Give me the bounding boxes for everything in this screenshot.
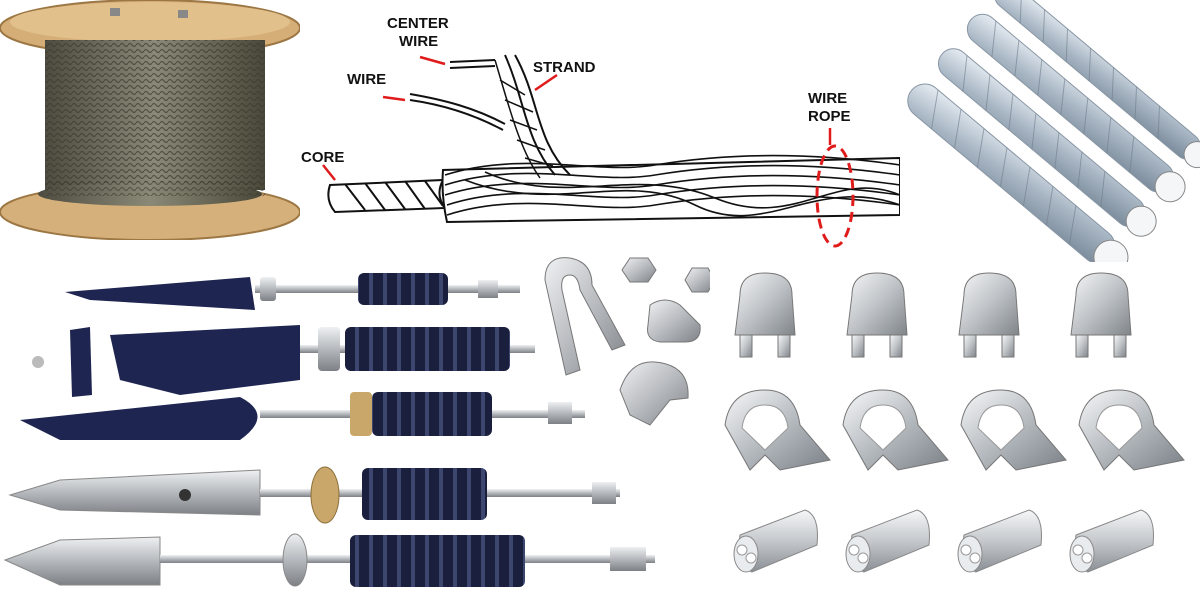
hex-nut-icon bbox=[621, 257, 657, 283]
wire-clip-icon bbox=[619, 361, 689, 426]
label-wire: WIRE bbox=[347, 71, 386, 88]
label-core: CORE bbox=[301, 149, 344, 166]
tensioners-photo bbox=[0, 255, 660, 600]
cable-strand-icon bbox=[907, 0, 1200, 262]
cable-strands-photo bbox=[898, 0, 1200, 262]
label-strand: STRAND bbox=[533, 59, 596, 76]
label-center-wire-2: WIRE bbox=[399, 33, 438, 50]
u-bolt-icon bbox=[544, 257, 710, 426]
tensioner-icon bbox=[3, 273, 655, 587]
ferrule-sleeves-photo bbox=[720, 500, 1200, 595]
label-wire-rope-2: ROPE bbox=[808, 108, 851, 125]
fastener-hardware-photo bbox=[530, 250, 710, 450]
wire-rope-diagram: CENTER WIRE WIRE STRAND CORE WIRE ROPE bbox=[295, 0, 900, 255]
cable-spool-photo bbox=[0, 0, 300, 240]
thimble-icon bbox=[724, 389, 831, 471]
wire-clip-row bbox=[734, 272, 1132, 358]
wire-clip-icon bbox=[734, 272, 796, 358]
thimbles-photo bbox=[710, 380, 1200, 480]
label-center-wire-1: CENTER bbox=[387, 15, 449, 32]
spool-icon bbox=[0, 0, 300, 240]
wire-rope-diagram-svg: CENTER WIRE WIRE STRAND CORE WIRE ROPE bbox=[301, 15, 900, 248]
wire-clips-photo bbox=[720, 265, 1200, 375]
ferrule-sleeve-row bbox=[733, 509, 1154, 573]
thimble-row bbox=[724, 389, 1185, 471]
ferrule-sleeve-icon bbox=[733, 509, 818, 573]
label-wire-rope-1: WIRE bbox=[808, 90, 847, 107]
